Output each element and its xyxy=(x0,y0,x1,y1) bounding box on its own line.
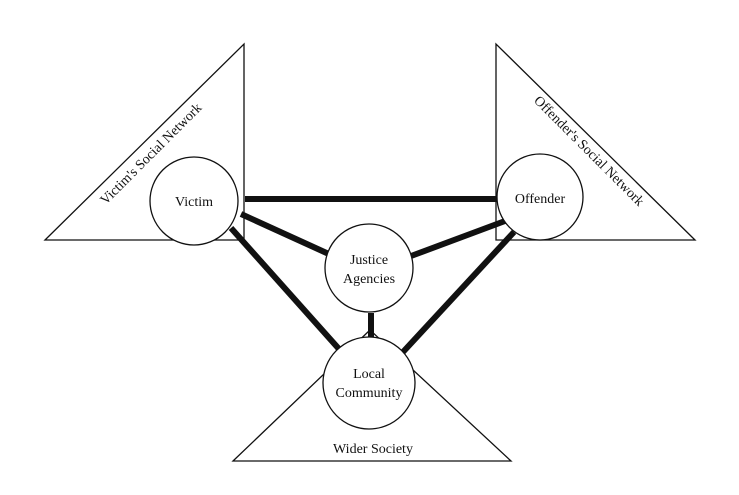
local-community-node xyxy=(322,336,416,430)
justice-agencies-node xyxy=(324,223,414,313)
link-offender-justice xyxy=(409,218,507,259)
victim-label: Victim xyxy=(175,195,213,210)
community-label-line2: Community xyxy=(336,386,403,401)
victim-node xyxy=(149,156,239,246)
link-offender-community xyxy=(400,229,517,355)
justice-label-line2: Agencies xyxy=(343,272,395,287)
link-victim-community xyxy=(228,226,342,351)
offender-node xyxy=(496,153,584,241)
community-label-line1: Local xyxy=(353,367,385,382)
wider-society-label: Wider Society xyxy=(333,442,413,457)
link-victim-justice xyxy=(239,211,333,258)
offender-label: Offender xyxy=(515,192,566,207)
justice-label-line1: Justice xyxy=(350,253,388,268)
